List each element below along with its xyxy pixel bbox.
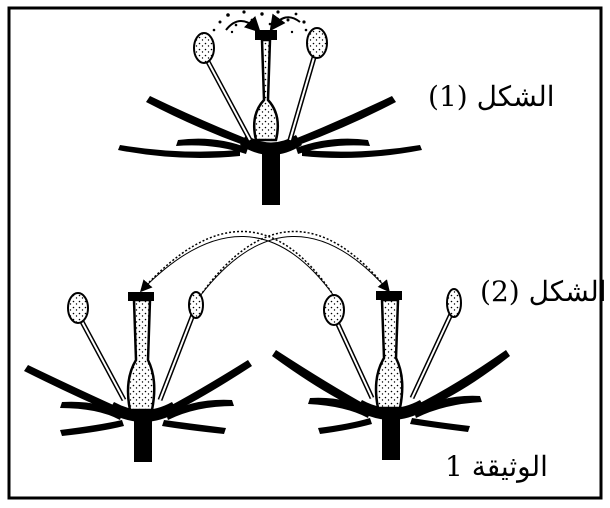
figure-2-label: الشكل (2) [480, 275, 607, 308]
figure-1-label: الشكل (1) [428, 80, 555, 113]
document-label: الوثيقة 1 [445, 450, 548, 483]
flower-fig1 [118, 10, 422, 205]
pollination-arrows [142, 231, 388, 296]
flower-fig2-right [272, 289, 510, 460]
flower-fig2-left [24, 292, 252, 462]
